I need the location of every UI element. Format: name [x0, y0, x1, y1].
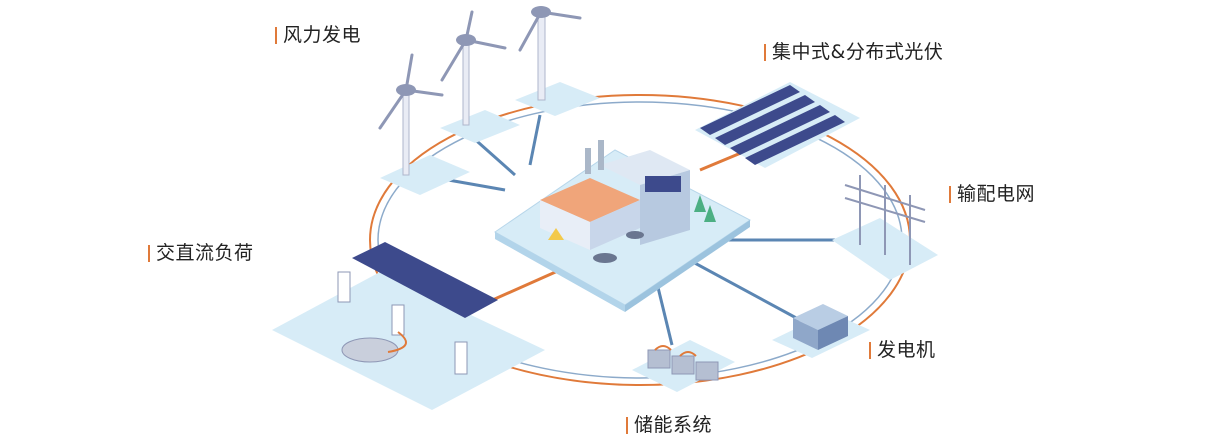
ev-charging-station [272, 242, 545, 410]
transmission-towers [832, 175, 938, 280]
microgrid-diagram [272, 6, 938, 410]
label-wind-power: 风力发电 [275, 24, 361, 46]
generator [772, 304, 870, 358]
label-solar-pv: 集中式&分布式光伏 [764, 41, 943, 63]
solar-array [695, 82, 860, 168]
central-hub [494, 140, 751, 312]
label-energy-storage: 储能系统 [626, 414, 712, 436]
energy-storage [632, 340, 735, 392]
label-distribution-grid: 输配电网 [949, 183, 1035, 205]
label-ac-dc-load: 交直流负荷 [148, 242, 254, 264]
wind-farm [378, 6, 600, 195]
label-generator: 发电机 [869, 339, 936, 361]
